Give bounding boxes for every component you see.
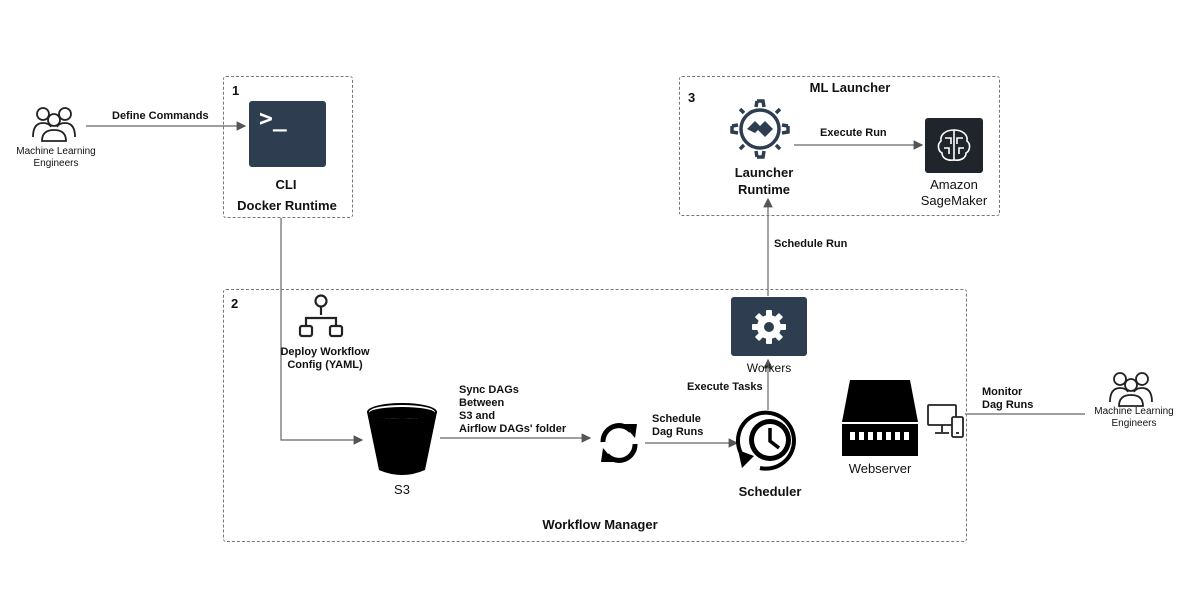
people-icon xyxy=(1109,372,1153,407)
people-icon xyxy=(32,107,76,142)
cli-group xyxy=(223,76,353,218)
engineers-left-label: Machine Learning Engineers xyxy=(16,146,96,169)
webserver-label: Webserver xyxy=(848,461,912,476)
ml-launcher-group xyxy=(679,76,1000,216)
terminal-prompt: >_ xyxy=(259,106,287,132)
launcher-label: Launcher Runtime xyxy=(734,165,794,197)
scheduler-label: Scheduler xyxy=(738,484,802,499)
cli-group-number: 1 xyxy=(232,83,240,98)
sagemaker-icon xyxy=(925,118,983,173)
edge-cli-to-s3 xyxy=(280,218,364,445)
launcher-gear-icon xyxy=(730,99,790,159)
sync-icon xyxy=(600,423,638,463)
ml-group-title: ML Launcher xyxy=(809,80,891,95)
workflow-icon xyxy=(298,294,344,338)
clock-icon xyxy=(736,410,796,471)
cli-subtitle: Docker Runtime xyxy=(237,198,337,213)
monitor-icon xyxy=(927,404,964,438)
edge-label-define-commands: Define Commands xyxy=(112,110,209,122)
sagemaker-label: Amazon SageMaker xyxy=(920,177,988,208)
cli-title: CLI xyxy=(275,177,297,192)
edge-label-sync-dags: Sync DAGs Between S3 and Airflow DAGs' f… xyxy=(459,384,567,435)
edge-label-schedule-dag-runs: Schedule Dag Runs xyxy=(652,413,704,438)
engineers-right-label: Machine Learning Engineers xyxy=(1094,406,1174,429)
terminal-icon: >_ xyxy=(249,101,326,167)
workflow-group-title: Workflow Manager xyxy=(542,517,658,532)
edge-label-schedule-run: Schedule Run xyxy=(774,238,848,250)
workflow-group-number: 2 xyxy=(231,296,239,311)
ml-group-number: 3 xyxy=(688,90,696,105)
bucket-icon xyxy=(367,403,437,475)
edge-label-execute-tasks: Execute Tasks xyxy=(687,381,763,393)
edge-label-execute-run: Execute Run xyxy=(820,127,887,139)
edge-label-monitor-dag-runs: Monitor Dag Runs xyxy=(982,386,1034,411)
workers-tile xyxy=(731,297,807,356)
workers-label: Workers xyxy=(746,361,792,375)
workflow-config-label: Deploy Workflow Config (YAML) xyxy=(280,346,370,371)
workflow-manager-group xyxy=(223,289,967,542)
brain-icon xyxy=(937,129,971,161)
gear-icon xyxy=(752,310,786,344)
s3-label: S3 xyxy=(394,482,410,497)
server-icon xyxy=(842,380,918,456)
